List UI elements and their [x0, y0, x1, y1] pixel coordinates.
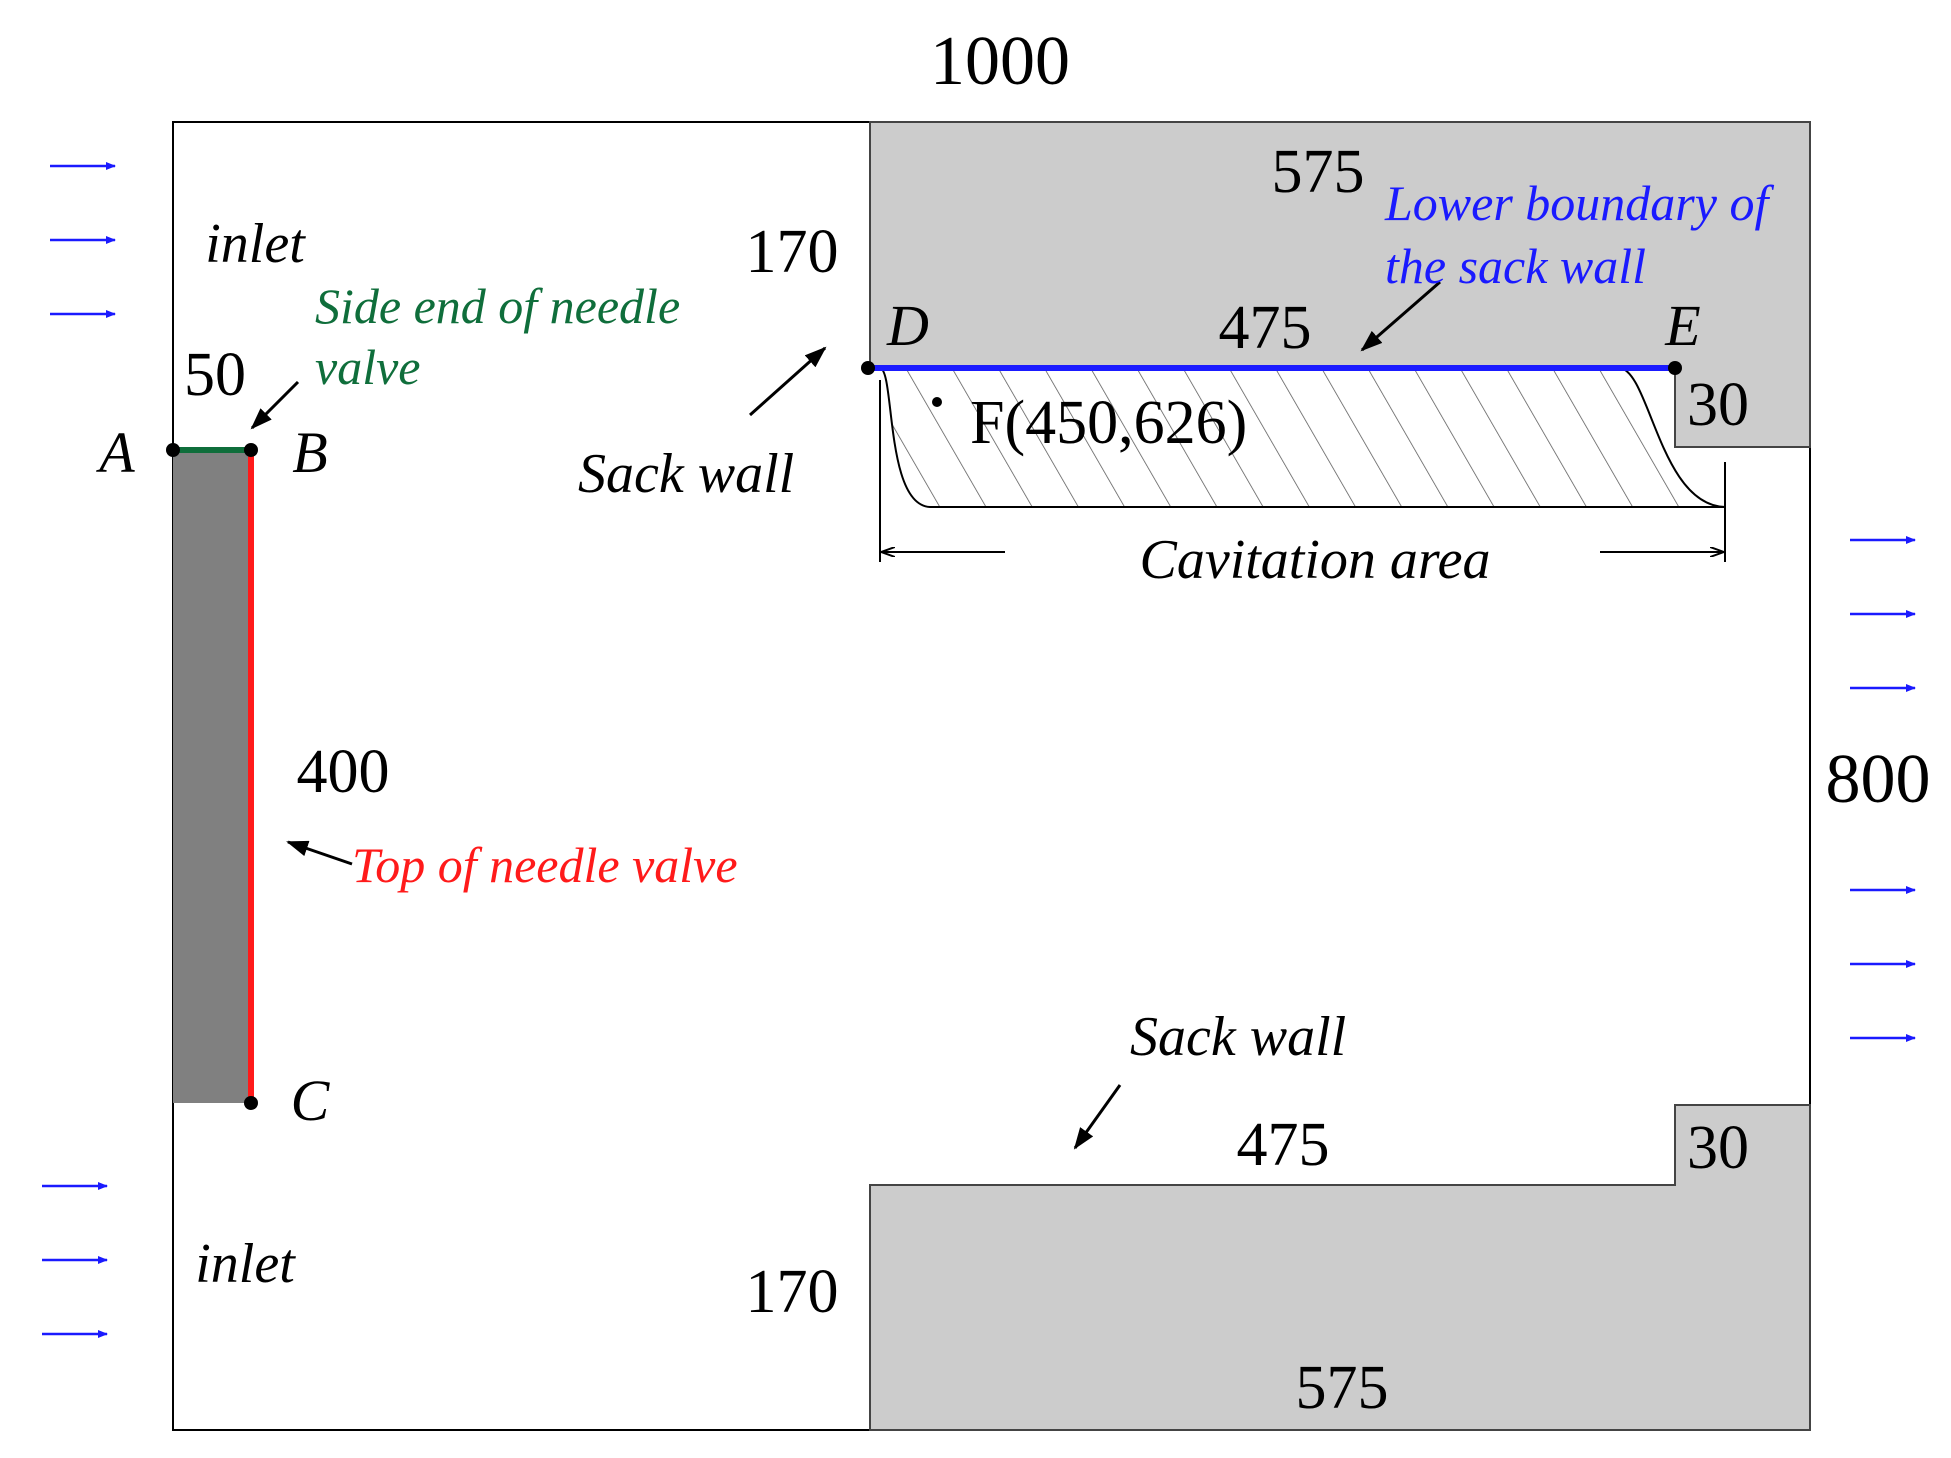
cavitation-hatch: [880, 368, 1725, 507]
dim-height-total: 800: [1826, 741, 1931, 818]
label-cavitation-area: Cavitation area: [1139, 529, 1490, 591]
label-point-e: E: [1664, 293, 1700, 358]
dim-width-total: 1000: [930, 23, 1070, 100]
dim-lower-wall-length: 475: [1237, 1111, 1330, 1179]
point-d-marker: [861, 361, 875, 375]
lower-boundary-pointer-arrow: [1360, 280, 1441, 352]
flow-arrows-inlet-bottom: [42, 1182, 108, 1338]
label-point-c: C: [291, 1068, 331, 1133]
dim-needle-top: 400: [297, 738, 390, 806]
dim-lower-step: 30: [1687, 1114, 1749, 1182]
flow-arrows-inlet-top: [50, 162, 116, 318]
flow-arrows-outlet: [1850, 536, 1916, 1042]
label-inlet-bottom: inlet: [195, 1233, 296, 1295]
label-lower-boundary-line1: Lower boundary of: [1384, 175, 1774, 231]
label-point-b: B: [292, 420, 327, 485]
point-a-marker: [166, 443, 180, 457]
sack-wall-upper-pointer-arrow: [749, 346, 827, 417]
dim-upper-block-height: 170: [746, 218, 839, 286]
needle-valve-body: [173, 450, 251, 1103]
dim-de-length: 475: [1219, 294, 1312, 362]
label-needle-top: Top of needle valve: [352, 837, 738, 893]
label-sack-wall-upper: Sack wall: [578, 443, 794, 505]
side-end-pointer-arrow: [250, 380, 300, 430]
label-sack-wall-lower: Sack wall: [1130, 1006, 1346, 1068]
label-point-d: D: [886, 293, 929, 358]
dim-lower-block-height: 170: [746, 1258, 839, 1326]
dim-needle-side: 50: [184, 341, 246, 409]
sack-wall-lower-pointer-arrow: [1073, 1084, 1122, 1150]
label-side-end-line1: Side end of needle: [315, 278, 680, 334]
label-side-end-line2: valve: [315, 339, 420, 395]
label-lower-boundary-line2: the sack wall: [1385, 238, 1646, 294]
point-b-marker: [244, 443, 258, 457]
label-point-a: A: [95, 420, 135, 485]
dim-upper-block-width: 575: [1272, 138, 1365, 206]
point-c-marker: [244, 1096, 258, 1110]
point-e-marker: [1668, 361, 1682, 375]
label-inlet-top: inlet: [205, 213, 306, 275]
dim-upper-step: 30: [1687, 371, 1749, 439]
label-point-f: F(450,626): [970, 389, 1247, 457]
point-f-marker: [932, 397, 942, 407]
lower-sack-wall: [869, 1104, 1811, 1431]
needle-top-pointer-arrow: [286, 840, 353, 866]
dim-lower-block-width: 575: [1296, 1354, 1389, 1422]
